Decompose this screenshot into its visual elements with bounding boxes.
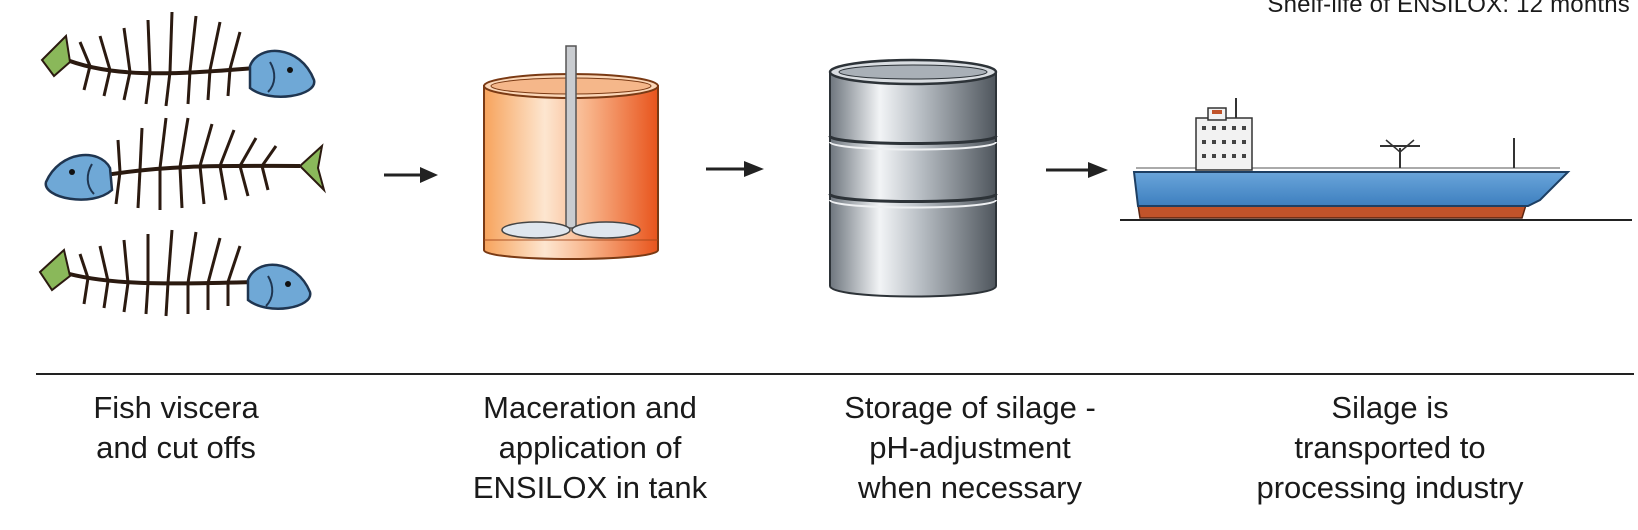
caption-line: pH-adjustment	[869, 430, 1071, 465]
step-caption-storage: Storage of silage - pH-adjustment when n…	[800, 388, 1140, 508]
fish-skeleton-bottom	[38, 229, 312, 317]
caption-line: Fish viscera	[93, 390, 259, 425]
step-caption-transport: Silage is transported to processing indu…	[1220, 388, 1560, 508]
section-divider	[36, 373, 1634, 375]
fish-skeleton-top	[40, 11, 316, 107]
fish-skeleton-icon	[38, 11, 326, 317]
caption-line: processing industry	[1256, 470, 1524, 505]
caption-line: ENSILOX in tank	[472, 470, 708, 505]
storage-drum-icon	[828, 58, 998, 298]
process-diagram	[38, 11, 1632, 317]
cargo-ship-icon	[1120, 98, 1632, 221]
caption-line: Silage is	[1331, 390, 1449, 425]
arrow-right-icon	[384, 167, 438, 183]
arrow-right-icon	[1046, 162, 1108, 178]
fish-skeleton-middle	[44, 117, 326, 210]
caption-line: application of	[498, 430, 682, 465]
step-caption-maceration: Maceration and application of ENSILOX in…	[430, 388, 750, 508]
step-caption-fish-viscera: Fish viscera and cut offs	[36, 388, 316, 468]
mixing-tank-icon	[483, 45, 659, 260]
caption-line: transported to	[1294, 430, 1486, 465]
caption-line: when necessary	[857, 470, 1082, 505]
caption-line: Storage of silage -	[844, 390, 1096, 425]
shelf-life-note: Shelf-life of ENSILOX: 12 months	[1267, 0, 1630, 18]
caption-line: and cut offs	[96, 430, 256, 465]
arrow-right-icon	[706, 161, 764, 177]
caption-line: Maceration and	[483, 390, 697, 425]
